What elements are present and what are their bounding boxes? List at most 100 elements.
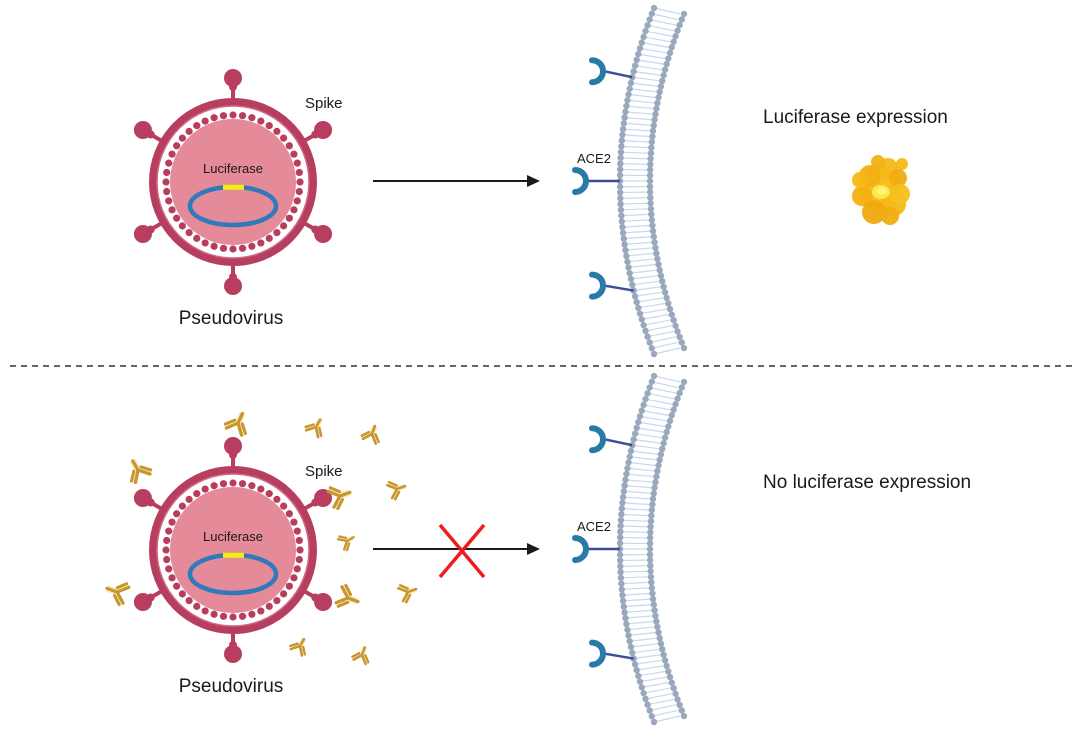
lipid-head	[617, 155, 623, 161]
matrix-bead	[286, 583, 293, 590]
lipid-head	[621, 235, 627, 241]
matrix-bead	[193, 490, 200, 497]
lipid-head	[617, 529, 623, 535]
antibody-icon	[352, 645, 373, 665]
lipid-head	[617, 552, 623, 558]
matrix-bead	[202, 485, 209, 492]
matrix-bead	[220, 112, 227, 119]
lipid-head	[647, 568, 653, 574]
matrix-bead	[179, 135, 186, 142]
lipid-head	[647, 189, 653, 195]
matrix-bead	[179, 590, 186, 597]
lipid-head	[669, 412, 675, 418]
lipid-head	[651, 351, 657, 357]
lipid-head	[621, 609, 627, 615]
lipid-head	[628, 276, 634, 282]
lipid-head	[662, 434, 668, 440]
lipid-head	[669, 311, 675, 317]
lipid-head	[618, 212, 624, 218]
lipid-head	[630, 436, 636, 442]
lipid-head	[647, 524, 653, 530]
lipid-head	[652, 245, 658, 251]
lipid-head	[635, 51, 641, 57]
matrix-bead	[186, 496, 193, 503]
matrix-bead	[239, 613, 246, 620]
lipid-head	[659, 278, 665, 284]
lipid-head	[656, 267, 662, 273]
entry-arrow	[373, 175, 540, 187]
lipid-head	[617, 540, 623, 546]
matrix-bead	[202, 607, 209, 614]
lipid-head	[650, 596, 656, 602]
matrix-bead	[296, 188, 303, 195]
lipid-head	[663, 429, 669, 435]
lipid-head	[619, 586, 625, 592]
matrix-bead	[248, 611, 255, 618]
ace2-receptor-icon	[575, 170, 620, 192]
lipid-head	[637, 678, 643, 684]
lipid-head	[625, 264, 631, 270]
lipid-head	[619, 500, 625, 506]
lipid-head	[674, 328, 680, 334]
lipid-head	[651, 490, 657, 496]
matrix-bead	[280, 503, 287, 510]
lipid-head	[628, 80, 634, 86]
lipid-head	[654, 256, 660, 262]
lipid-head	[639, 407, 645, 413]
lipid-head	[617, 557, 623, 563]
matrix-bead	[248, 114, 255, 121]
lipid-head	[621, 482, 627, 488]
lipid-head	[679, 707, 685, 713]
lipid-head	[658, 272, 664, 278]
ace2-receptor-icon	[575, 538, 620, 560]
lipid-head	[644, 702, 650, 708]
lipid-head	[649, 345, 655, 351]
lipid-head	[649, 585, 655, 591]
lipid-head	[653, 618, 659, 624]
lipid-head	[647, 156, 653, 162]
matrix-bead	[239, 112, 246, 119]
matrix-bead	[229, 479, 236, 486]
lipid-head	[618, 143, 624, 149]
pseudovirus-icon	[134, 437, 332, 663]
lipid-head	[632, 430, 638, 436]
pseudovirus-icon	[134, 69, 332, 295]
lipid-head	[639, 39, 645, 45]
lipid-head	[640, 34, 646, 40]
lipid-head	[669, 44, 675, 50]
matrix-bead	[193, 235, 200, 242]
lipid-head	[649, 133, 655, 139]
lipid-head	[617, 534, 623, 540]
lipid-head	[656, 635, 662, 641]
lipid-head	[622, 477, 628, 483]
matrix-bead	[266, 603, 273, 610]
lipid-head	[660, 652, 666, 658]
lipid-head	[648, 206, 654, 212]
lipid-head	[652, 111, 658, 117]
matrix-bead	[162, 178, 169, 185]
matrix-bead	[163, 537, 170, 544]
lipid-head	[619, 505, 625, 511]
matrix-bead	[257, 485, 264, 492]
lipid-head	[620, 230, 626, 236]
matrix-bead	[173, 510, 180, 517]
lipid-head	[642, 28, 648, 34]
lipid-head	[637, 310, 643, 316]
lipid-head	[622, 247, 628, 253]
lipid-head	[619, 132, 625, 138]
matrix-bead	[294, 528, 301, 535]
lipid-head	[648, 144, 654, 150]
lipid-head	[619, 218, 625, 224]
arrowhead-icon	[527, 543, 540, 555]
lipid-head	[647, 167, 653, 173]
lipid-head	[667, 674, 673, 680]
lipid-head	[662, 289, 668, 295]
lipid-head	[654, 468, 660, 474]
matrix-bead	[296, 556, 303, 563]
matrix-bead	[273, 597, 280, 604]
lipid-head	[623, 471, 629, 477]
lipid-head	[629, 282, 635, 288]
lipid-head	[648, 150, 654, 156]
lipid-head	[633, 667, 639, 673]
